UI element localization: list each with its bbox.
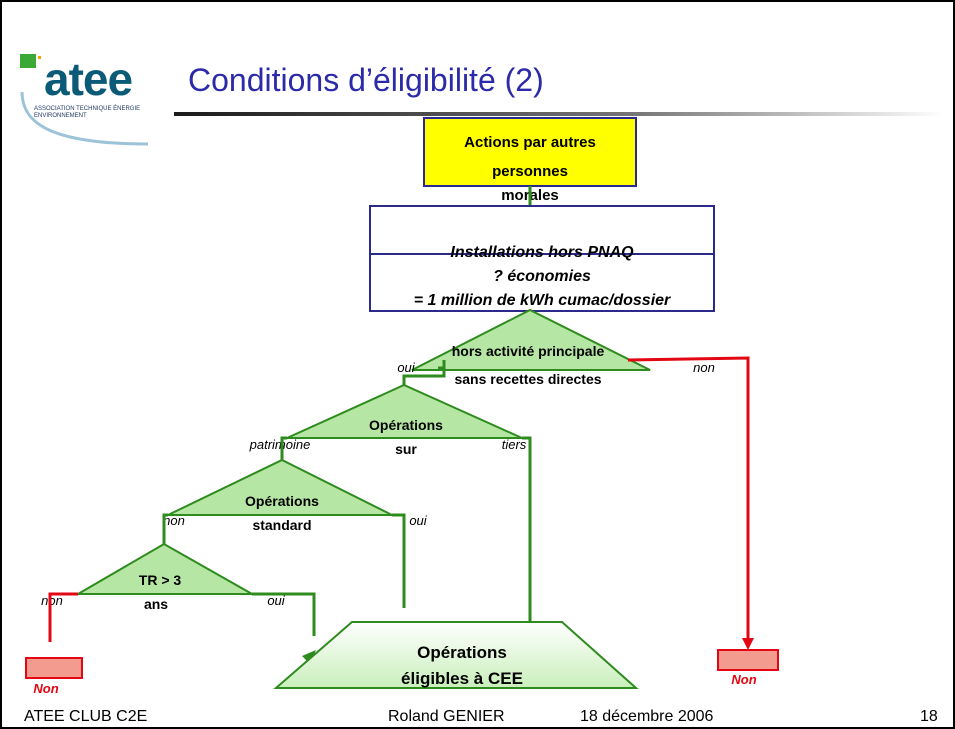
start-line2: personnes (492, 163, 568, 180)
path-d3-yes (392, 513, 406, 608)
result-line2: éligibles à CEE (401, 669, 523, 688)
logo-word: atee (44, 53, 133, 105)
decision1-line1: hors activité principale (452, 343, 605, 359)
decision3-triangle (167, 458, 393, 516)
path-d4-no (48, 592, 78, 642)
path-d1-no (627, 356, 750, 638)
reject-left-label: Non (33, 681, 58, 696)
reject-right-label: Non (731, 672, 756, 687)
conditions-line2: ? économies (493, 268, 591, 285)
decision1-yes-label: oui (397, 360, 415, 375)
arrow-reject-right (742, 638, 754, 650)
decision3-line2: standard (252, 517, 311, 533)
conditions-line1: Installations hors PNAQ (450, 244, 634, 261)
footer-date: 18 décembre 2006 (580, 708, 714, 725)
conditions-line3: = 1 million de kWh cumac/dossier (414, 292, 671, 309)
decision2-right-label: tiers (502, 437, 527, 452)
decision3-yes-label: oui (409, 513, 427, 528)
footer-author: Roland GENIER (388, 708, 505, 725)
decision4-yes-label: oui (267, 593, 285, 608)
decision1-line2: sans recettes directes (454, 371, 601, 387)
logo-graphic (20, 54, 149, 146)
footer-page-number: 18 (920, 708, 938, 725)
decision1-triangle (411, 308, 651, 371)
atee-logo: atee ASSOCIATION TECHNIQUE ÉNERGIE ENVIR… (18, 52, 168, 148)
decision4-no-label: non (41, 593, 63, 608)
decision4-line2: ans (144, 596, 168, 612)
path-d4-yes (252, 592, 316, 636)
decision2-triangle (286, 383, 523, 439)
conditions-box (369, 205, 715, 312)
decision2-left-label: patrimoine (249, 437, 311, 452)
arrow-d4-result (302, 650, 316, 664)
decision4-triangle (74, 542, 256, 595)
path-d3-no (162, 513, 168, 545)
page-title: Conditions d’éligibilité (2) (188, 62, 544, 98)
decision3-line1: Opérations (245, 493, 319, 509)
decision1-no-label: non (693, 360, 715, 375)
result-box (273, 621, 639, 689)
decision3-no-label: non (163, 513, 185, 528)
start-line1: Actions par autres (464, 134, 596, 151)
result-line1: Opérations (417, 643, 507, 662)
start-box (423, 117, 637, 187)
path-d2-tiers (522, 436, 532, 622)
decision2-line1: Opérations (369, 417, 443, 433)
logo-orange-dot (38, 56, 41, 59)
logo-swoosh (20, 91, 149, 146)
logo-green-square (20, 54, 36, 68)
footer-club: ATEE CLUB C2E (24, 708, 148, 725)
logo-subtitle: ASSOCIATION TECHNIQUE ÉNERGIE ENVIRONNEM… (34, 106, 141, 119)
reject-left-box (25, 657, 83, 679)
title-rule (174, 112, 944, 116)
reject-right-box (717, 649, 779, 671)
decision4-line1: TR > 3 (139, 572, 182, 588)
decision2-line2: sur (395, 441, 417, 457)
